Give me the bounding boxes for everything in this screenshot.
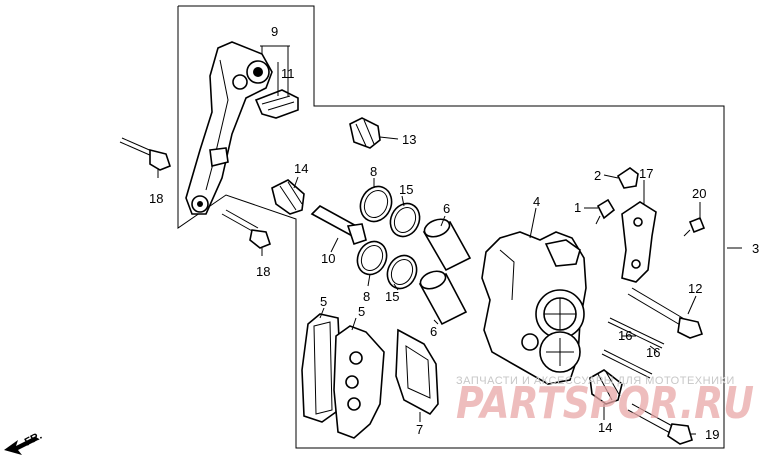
watermark-logo-text: PARTSPOR.RU xyxy=(456,378,754,429)
label-part-4: 4 xyxy=(533,194,540,209)
label-part-5-outer: 5 xyxy=(320,294,327,309)
part-15-piston-seal-lower xyxy=(386,254,418,290)
part-11-pad-spring xyxy=(254,89,299,119)
part-2-bleeder-cap xyxy=(616,167,639,189)
part-18-bolt-upper xyxy=(119,137,171,171)
part-13-boot xyxy=(349,117,381,149)
leader-lines xyxy=(157,45,742,435)
front-marker-label: FR. xyxy=(23,430,44,449)
label-part-5-inner: 5 xyxy=(358,304,365,319)
label-part-16-lower: 16 xyxy=(646,345,660,360)
label-part-19: 19 xyxy=(705,427,719,442)
label-part-10: 10 xyxy=(321,251,335,266)
label-part-1: 1 xyxy=(574,200,581,215)
watermark: ЗАПЧАСТИ И АКСЕССУАРЫ ДЛЯ МОТОТЕХНИКИ PA… xyxy=(456,375,754,429)
label-part-9: 9 xyxy=(271,24,278,39)
label-part-18-upper: 18 xyxy=(149,191,163,206)
part-5-brake-pad-inner xyxy=(333,325,385,439)
part-7-pad-shim xyxy=(395,328,439,416)
label-part-8-lower: 8 xyxy=(363,289,370,304)
label-part-11: 11 xyxy=(281,66,295,81)
label-part-13: 13 xyxy=(402,132,416,147)
label-part-2: 2 xyxy=(594,168,601,183)
label-part-18-lower: 18 xyxy=(256,264,270,279)
label-part-14-upper: 14 xyxy=(294,161,308,176)
label-part-3: 3 xyxy=(752,241,759,256)
label-part-6-lower: 6 xyxy=(430,324,437,339)
label-part-15-upper: 15 xyxy=(399,182,413,197)
label-part-14-lower: 14 xyxy=(598,420,612,435)
watermark-caption: ЗАПЧАСТИ И АКСЕССУАРЫ ДЛЯ МОТОТЕХНИКИ xyxy=(456,375,735,387)
label-part-6-upper: 6 xyxy=(443,201,450,216)
part-1-bleeder-valve xyxy=(595,198,616,225)
part-4-caliper-body xyxy=(481,231,587,385)
part-18-bolt-lower xyxy=(221,209,271,249)
part-6-piston-lower xyxy=(418,270,468,326)
part-15-piston-seal-upper xyxy=(389,202,421,238)
part-10-slide-pin xyxy=(310,205,367,246)
part-8-dust-seal-upper xyxy=(359,185,393,223)
front-direction-marker: FR. xyxy=(4,430,44,455)
part-number-labels: 9 11 13 18 18 14 8 15 6 10 8 15 6 4 2 17… xyxy=(149,24,759,442)
part-19-bolt xyxy=(627,403,693,445)
label-part-7: 7 xyxy=(416,422,423,437)
label-part-12: 12 xyxy=(688,281,702,296)
label-part-20: 20 xyxy=(692,186,706,201)
part-6-piston-upper xyxy=(422,218,472,272)
part-8-dust-seal-lower xyxy=(356,240,388,276)
part-16-pin-upper xyxy=(607,317,665,349)
label-part-8-upper: 8 xyxy=(370,164,377,179)
part-9-caliper-bracket xyxy=(185,41,273,215)
label-part-15-lower: 15 xyxy=(385,289,399,304)
part-14-boot-upper xyxy=(271,179,305,215)
part-16-pin-lower xyxy=(601,349,653,379)
label-part-16-upper: 16 xyxy=(618,328,632,343)
part-14-boot-lower xyxy=(589,369,623,405)
label-part-17: 17 xyxy=(639,166,653,181)
part-17-retainer-plate xyxy=(621,201,657,283)
part-12-pad-pin xyxy=(627,287,704,339)
part-20-screw xyxy=(683,216,706,237)
